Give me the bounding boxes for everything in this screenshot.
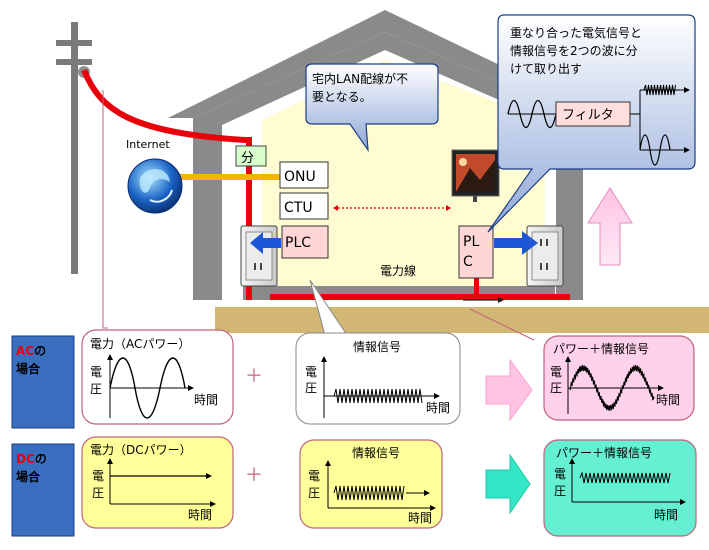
dc-result-arrow-icon [485, 453, 531, 515]
ac-result-arrow-icon [485, 358, 533, 422]
dc-combined-axis-v1: 電 [554, 467, 566, 481]
ac-combined-wave [569, 364, 655, 411]
ac-info-axis-t: 時間 [426, 401, 450, 415]
dc-row-label-line2: 場合 [16, 469, 41, 484]
filter-out-power [639, 134, 671, 166]
ac-info-axis-v1: 電 [305, 365, 317, 379]
utility-pole [56, 22, 92, 274]
ctu-label: CTU [284, 200, 313, 216]
ac-power-title: 電力（ACパワー） [90, 337, 190, 351]
ctu-box [279, 192, 329, 220]
ac-info-title: 情報信号 [353, 340, 401, 354]
lan-callout-line-2: 要となる。 [312, 90, 372, 104]
filter-callout: 重なり合った電気信号と 情報信号を2つの波に分 けて取り出す フィルタ [487, 14, 696, 233]
dc-combined-wave [579, 471, 671, 484]
dc-power-panel: 電力（DCパワー） 電 圧 時間 [81, 436, 234, 529]
ac-power-axis-t: 時間 [194, 393, 218, 407]
globe-icon [127, 158, 183, 214]
onu-box [279, 161, 329, 189]
ac-power-panel: 電力（ACパワー） 電 圧 時間 [81, 329, 234, 425]
dc-power-axis-v1: 電 [92, 469, 104, 483]
filter-out-info [643, 84, 676, 96]
lan-callout: 宅内LAN配線が不 要となる。 [305, 63, 439, 153]
splitter-box [235, 145, 267, 167]
plc-right-label-2: C [463, 254, 473, 270]
blue-arrow-right-icon [494, 231, 538, 255]
ac-combined-axis-t: 時間 [656, 393, 680, 407]
dc-combined-title: パワー＋情報信号 [556, 446, 652, 460]
ac-power-axis-v1: 電 [90, 365, 102, 379]
dc-info-wave [333, 485, 405, 501]
ac-combined-axis-v1: 電 [550, 365, 562, 379]
filter-box [555, 101, 631, 127]
onu-label: ONU [284, 169, 316, 185]
power-line-red [81, 68, 252, 300]
dc-info-axis-t: 時間 [408, 511, 432, 525]
dc-info-axis-v2: 圧 [308, 486, 320, 500]
dc-row-label-1: DCの [16, 452, 47, 466]
ac-plus: ＋ [245, 366, 263, 387]
ac-power-axis-v2: 圧 [90, 382, 102, 396]
ac-row-label-line2: 場合 [16, 361, 41, 376]
ac-row-label: ACの 場合 [11, 335, 75, 429]
splitter-label: 分 [241, 151, 254, 166]
plc-left-box [281, 225, 329, 259]
filter-callout-line-2: 情報信号を2つの波に分 [510, 44, 638, 58]
internet-label: Internet [126, 138, 170, 151]
filter-callout-line-3: けて取り出す [510, 62, 582, 76]
dc-row-label: DCの 場合 [11, 443, 75, 537]
tv-icon [451, 149, 500, 202]
outlet-left-icon [240, 225, 278, 287]
pink-up-arrow-icon [587, 187, 633, 266]
leader-left [102, 90, 108, 329]
dc-info-panel: 情報信号 電 圧 時間 [299, 439, 443, 529]
filter-callout-line-1: 重なり合った電気信号と [510, 25, 642, 40]
ac-combined-panel: パワー＋情報信号 電 圧 時間 [543, 335, 695, 421]
ac-combined-title: パワー＋情報信号 [553, 342, 649, 356]
ac-combined-axis-v2: 圧 [550, 381, 562, 395]
ground [215, 307, 709, 333]
dc-power-axis-t: 時間 [188, 508, 212, 522]
plc-right-label-1: PL [463, 234, 479, 250]
ac-info-axis-v2: 圧 [305, 381, 317, 395]
blue-arrow-left-icon [250, 232, 281, 254]
lan-callout-line-1: 宅内LAN配線が不 [312, 71, 408, 86]
dc-combined-axis-t: 時間 [654, 508, 678, 522]
outlet-right-icon [526, 225, 564, 287]
dc-power-axis-v2: 圧 [92, 486, 104, 500]
plc-right-box [458, 225, 494, 279]
ac-sine-wave [109, 357, 186, 419]
ac-info-wave [333, 388, 423, 404]
ac-row-label-1: ACの [16, 344, 46, 358]
power-line-label: 電力線 [380, 263, 416, 278]
dc-info-axis-v1: 電 [308, 469, 320, 483]
dc-plus: ＋ [245, 465, 263, 486]
filter-box-label: フィルタ [562, 108, 614, 123]
dc-combined-panel: パワー＋情報信号 電 圧 時間 [543, 439, 697, 537]
internet-line [176, 174, 280, 180]
dc-info-title: 情報信号 [352, 446, 400, 460]
dc-power-title: 電力（DCパワー） [90, 443, 192, 457]
power-line-floor [270, 294, 570, 300]
plc-left-label: PLC [285, 235, 311, 251]
ac-info-panel: 情報信号 電 圧 時間 [295, 332, 461, 425]
dc-combined-axis-v2: 圧 [554, 484, 566, 498]
